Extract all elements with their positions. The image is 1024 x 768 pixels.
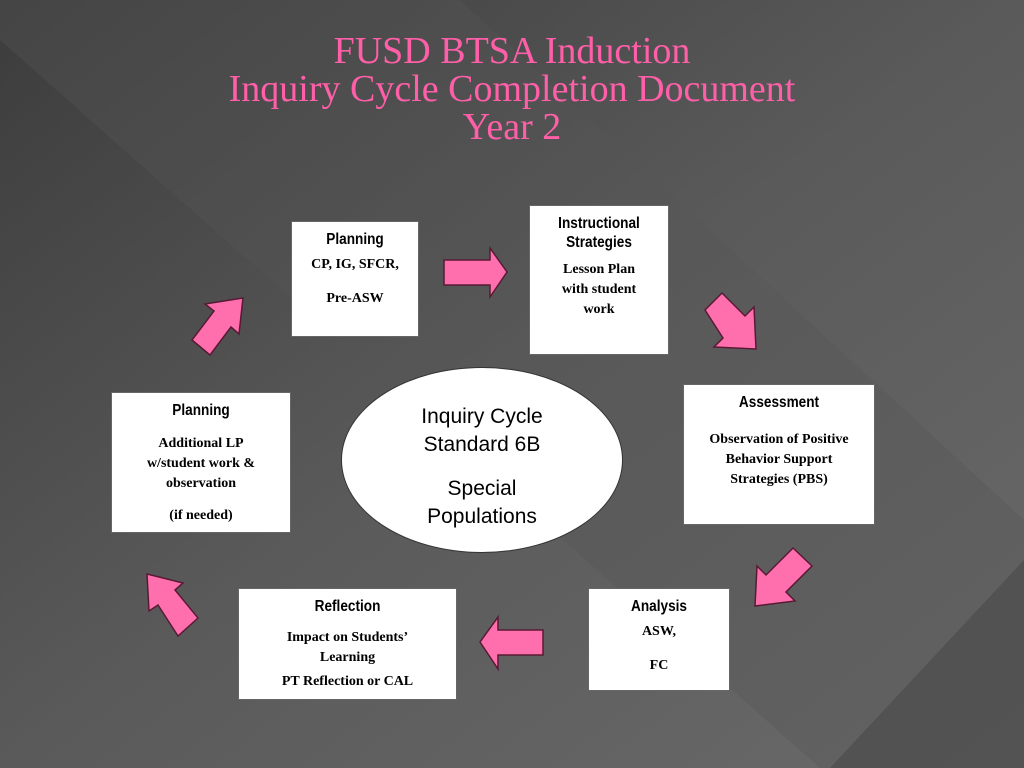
center-oval: Inquiry Cycle Standard 6B Special Popula…: [341, 367, 623, 553]
title-line-3: Year 2: [462, 106, 562, 148]
center-line-4: Populations: [427, 505, 537, 528]
planning-left-text-1: Additional LP: [158, 436, 244, 451]
planning-left-text-3: observation: [166, 476, 236, 491]
title-line-2: Inquiry Cycle Completion Document: [228, 68, 796, 110]
title-line-1: FUSD BTSA Induction: [333, 30, 691, 72]
instructional-heading-1: Instructional: [558, 215, 640, 232]
planning-top-heading: Planning: [326, 231, 384, 248]
center-line-1: Inquiry Cycle: [421, 405, 543, 428]
center-line-3: Special: [447, 477, 517, 500]
instructional-strategies-box: Instructional Strategies Lesson Plan wit…: [529, 205, 669, 355]
arrow-down-right-1: [704, 291, 757, 350]
assessment-text-1: Observation of Positive: [709, 432, 849, 447]
reflection-heading: Reflection: [314, 598, 381, 615]
planning-left-text-4: (if needed): [169, 508, 233, 523]
reflection-text-2: Learning: [319, 650, 376, 665]
arrow-right-top: [443, 245, 508, 300]
assessment-text-3: Strategies (PBS): [730, 472, 828, 487]
page-title: FUSD BTSA Induction Inquiry Cycle Comple…: [0, 32, 1024, 146]
instructional-text-3: work: [583, 302, 615, 317]
arrow-left-bottom: [479, 614, 544, 672]
analysis-heading: Analysis: [631, 598, 687, 615]
arrow-down-left-1: [754, 546, 814, 607]
arrow-up-left-1: [146, 573, 200, 638]
instructional-text-1: Lesson Plan: [563, 262, 635, 277]
assessment-box: Assessment Observation of Positive Behav…: [683, 384, 875, 525]
instructional-heading-2: Strategies: [566, 234, 632, 251]
instructional-text-2: with student: [561, 282, 637, 297]
planning-top-text-2: Pre-ASW: [326, 291, 384, 306]
reflection-text-1: Impact on Students’: [286, 630, 409, 645]
assessment-heading: Assessment: [738, 394, 820, 411]
reflection-box: Reflection Impact on Students’ Learning …: [238, 588, 457, 700]
arrow-up-right-1: [190, 297, 244, 357]
planning-top-text-1: CP, IG, SFCR,: [311, 257, 399, 272]
assessment-text-2: Behavior Support: [725, 452, 833, 467]
analysis-text-1: ASW,: [641, 624, 677, 639]
planning-box-left: Planning Additional LP w/student work & …: [111, 392, 291, 533]
planning-left-heading: Planning: [172, 402, 230, 419]
reflection-text-3: PT Reflection or CAL: [281, 674, 414, 689]
planning-left-text-2: w/student work &: [146, 456, 256, 471]
analysis-box: Analysis ASW, FC: [588, 588, 730, 691]
analysis-text-2: FC: [649, 658, 669, 673]
center-line-2: Standard 6B: [423, 433, 541, 456]
planning-box-top: Planning CP, IG, SFCR, Pre-ASW: [291, 221, 419, 337]
